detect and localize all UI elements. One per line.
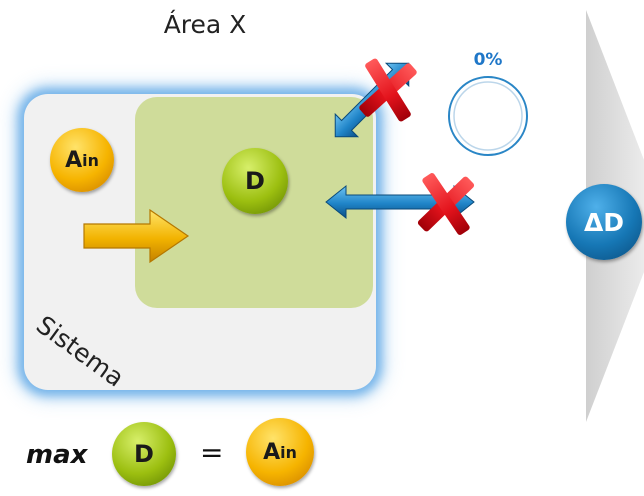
delta-d-label: ΔD (583, 207, 625, 237)
d-ball: D (222, 148, 288, 214)
progress-label: 0% (473, 50, 503, 70)
formula-d-label: D (134, 440, 154, 468)
red-cross-upper (359, 58, 417, 122)
area-title: Área X (163, 10, 247, 39)
blocked-arrows (325, 58, 475, 235)
horizontal-double-arrow (325, 184, 475, 220)
formula-a-in-main: A (263, 439, 281, 465)
delta-d-ball: ΔD (566, 184, 642, 260)
formula-equals: = (200, 436, 224, 469)
progress-ring (447, 75, 529, 157)
red-cross-lower (417, 173, 475, 235)
formula-max-label: max (26, 440, 88, 470)
a-in-sub: in (82, 150, 99, 170)
a-in-main: A (65, 147, 83, 173)
formula-a-in-sub: in (280, 442, 297, 462)
formula-d-ball: D (112, 422, 176, 486)
d-ball-label: D (245, 167, 265, 195)
input-arrow (83, 208, 190, 264)
